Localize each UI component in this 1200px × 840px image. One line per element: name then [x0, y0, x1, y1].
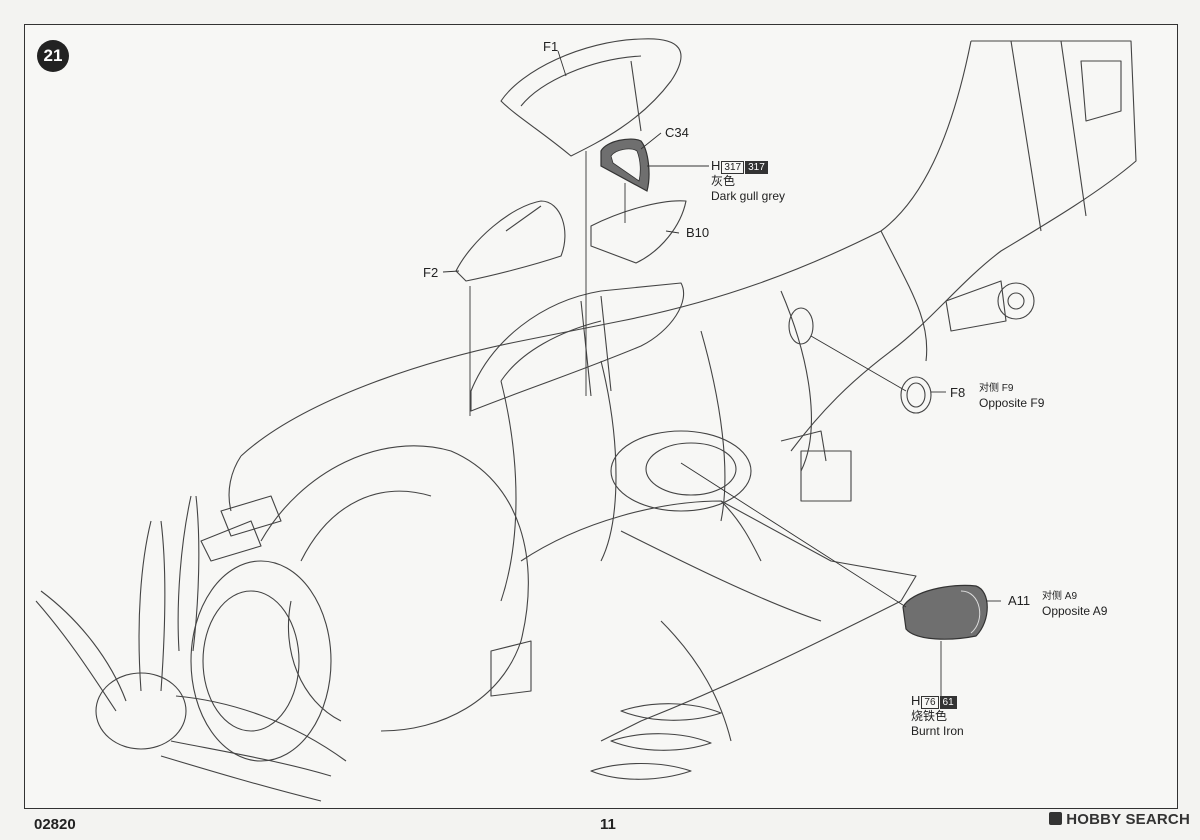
part-label-a11: A11 [1008, 593, 1031, 608]
opposite-note-f9: 对侧 F9 Opposite F9 [979, 380, 1044, 411]
paint-name-en: Burnt Iron [911, 724, 964, 738]
aircraft-assembly-drawing [35, 38, 1137, 802]
paint-code: 76 [921, 696, 939, 709]
opposite-note-cn: 对侧 A9 [1042, 591, 1078, 602]
paint-code: 317 [745, 161, 768, 174]
opposite-note-a9: 对侧 A9 Opposite A9 [1042, 588, 1107, 619]
product-code: 02820 [34, 816, 76, 833]
part-label-f1: F1 [543, 39, 559, 54]
page-number: 11 [600, 816, 616, 833]
paint-code: 61 [939, 696, 957, 709]
paint-name-en: Dark gull grey [711, 189, 786, 203]
paint-name-cn: 灰色 [711, 174, 736, 188]
watermark: HOBBY SEARCH [1049, 811, 1190, 828]
opposite-note-en: Opposite A9 [1042, 604, 1108, 618]
opposite-note-cn: 对侧 F9 [979, 383, 1014, 394]
part-label-b10: B10 [686, 225, 710, 240]
watermark-logo-icon [1049, 812, 1063, 825]
part-label-f8: F8 [950, 385, 966, 400]
paint-prefix: H [911, 693, 921, 708]
watermark-text: HOBBY SEARCH [1066, 811, 1190, 828]
paint-name-cn: 烧铁色 [911, 709, 948, 723]
part-label-c34: C34 [665, 125, 689, 140]
opposite-note-en: Opposite F9 [979, 396, 1045, 410]
paint-code: 317 [721, 161, 745, 174]
step-number-badge: 21 [37, 40, 69, 72]
part-label-f2: F2 [423, 265, 439, 280]
paint-prefix: H [711, 158, 721, 173]
